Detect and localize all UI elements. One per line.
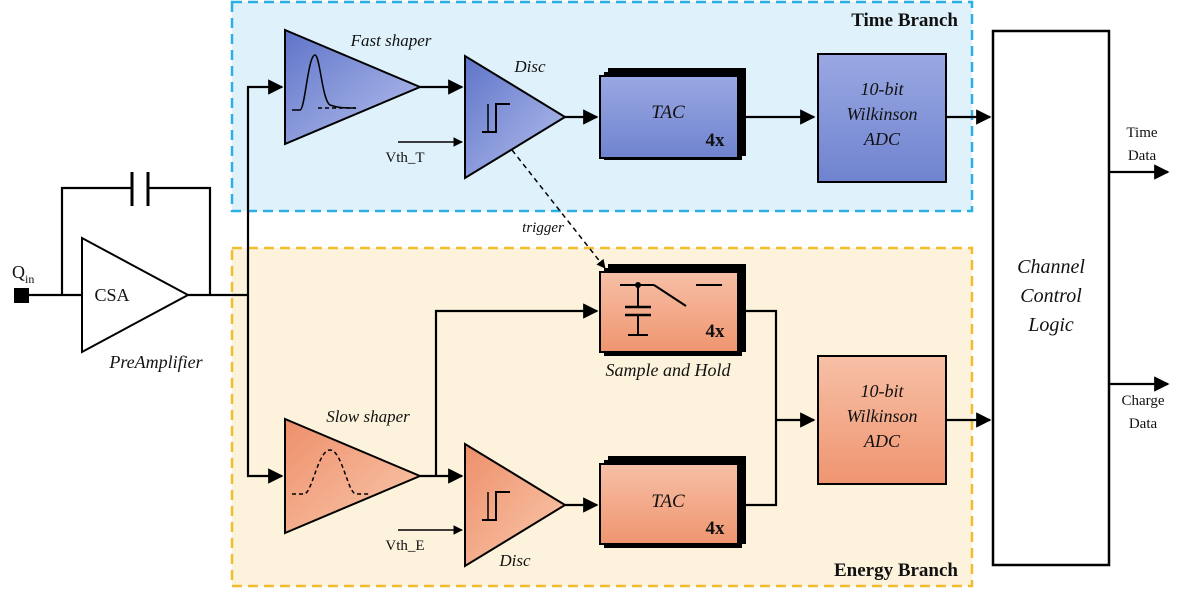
energy-adc-line3: ADC	[863, 431, 901, 451]
energy-tac-multiplicity: 4x	[706, 518, 726, 539]
slow-shaper-label: Slow shaper	[326, 407, 410, 426]
switch-capacitor-icon	[620, 282, 722, 336]
comparator-step-icon	[482, 491, 510, 521]
slow-shaper-pulse-icon	[292, 449, 370, 495]
input-pad	[14, 288, 29, 303]
time-tac-label: TAC	[651, 102, 685, 123]
time-tac-multiplicity: 4x	[706, 130, 726, 151]
time-adc-line2: Wilkinson	[847, 104, 918, 124]
energy-branch-title: Energy Branch	[834, 560, 958, 581]
fast-shaper-label: Fast shaper	[350, 31, 432, 50]
vth-e-label: Vth_E	[385, 538, 424, 554]
charge-data-output: Charge Data	[1109, 376, 1170, 432]
fast-shaper: Fast shaper	[284, 28, 432, 146]
time-adc-line1: 10-bit	[861, 79, 905, 99]
energy-discriminator: Disc	[464, 442, 567, 570]
comparator-step-icon	[482, 103, 510, 133]
control-line2: Control	[1020, 285, 1082, 307]
charge-data-line2: Data	[1129, 416, 1158, 432]
time-data-line1: Time	[1126, 125, 1157, 141]
control-line3: Logic	[1027, 314, 1074, 336]
input-label: Qin	[12, 262, 34, 286]
channel-control-logic: Channel Control Logic	[991, 29, 1111, 567]
csa-label: CSA	[94, 285, 129, 305]
time-tac: TAC 4x	[599, 68, 746, 160]
energy-tac-label: TAC	[651, 491, 685, 512]
sample-hold-label: Sample and Hold	[606, 360, 732, 380]
trigger-line	[511, 149, 606, 269]
input-node: Qin	[12, 262, 34, 303]
time-data-line2: Data	[1128, 148, 1157, 164]
time-data-output: Time Data	[1109, 125, 1170, 180]
wire-to-fast-shaper	[246, 79, 284, 295]
trigger-label: trigger	[522, 220, 564, 236]
energy-disc-label: Disc	[498, 551, 531, 570]
csa-amplifier	[81, 236, 191, 354]
charge-data-line1: Charge	[1121, 393, 1164, 409]
sample-hold-multiplicity: 4x	[706, 321, 726, 342]
time-adc: 10-bit Wilkinson ADC	[817, 53, 947, 183]
time-disc-label: Disc	[513, 57, 546, 76]
wire-merge	[746, 309, 778, 507]
vth-t-label: Vth_T	[385, 150, 424, 166]
time-adc-line3: ADC	[863, 129, 901, 149]
preamp-caption: PreAmplifier	[108, 352, 203, 372]
energy-adc-line2: Wilkinson	[847, 406, 918, 426]
time-discriminator: Disc	[464, 54, 567, 180]
energy-adc: 10-bit Wilkinson ADC	[817, 355, 947, 485]
energy-tac: TAC 4x	[599, 456, 746, 548]
energy-adc-line1: 10-bit	[861, 381, 905, 401]
sample-and-hold: 4x	[599, 264, 746, 356]
time-branch-title: Time Branch	[851, 10, 958, 31]
wire-to-slow-shaper	[246, 295, 284, 484]
wire-to-sample-hold	[434, 303, 599, 476]
control-line1: Channel	[1017, 256, 1085, 278]
slow-shaper: Slow shaper	[284, 407, 423, 535]
preamplifier: CSA PreAmplifier	[29, 172, 248, 372]
